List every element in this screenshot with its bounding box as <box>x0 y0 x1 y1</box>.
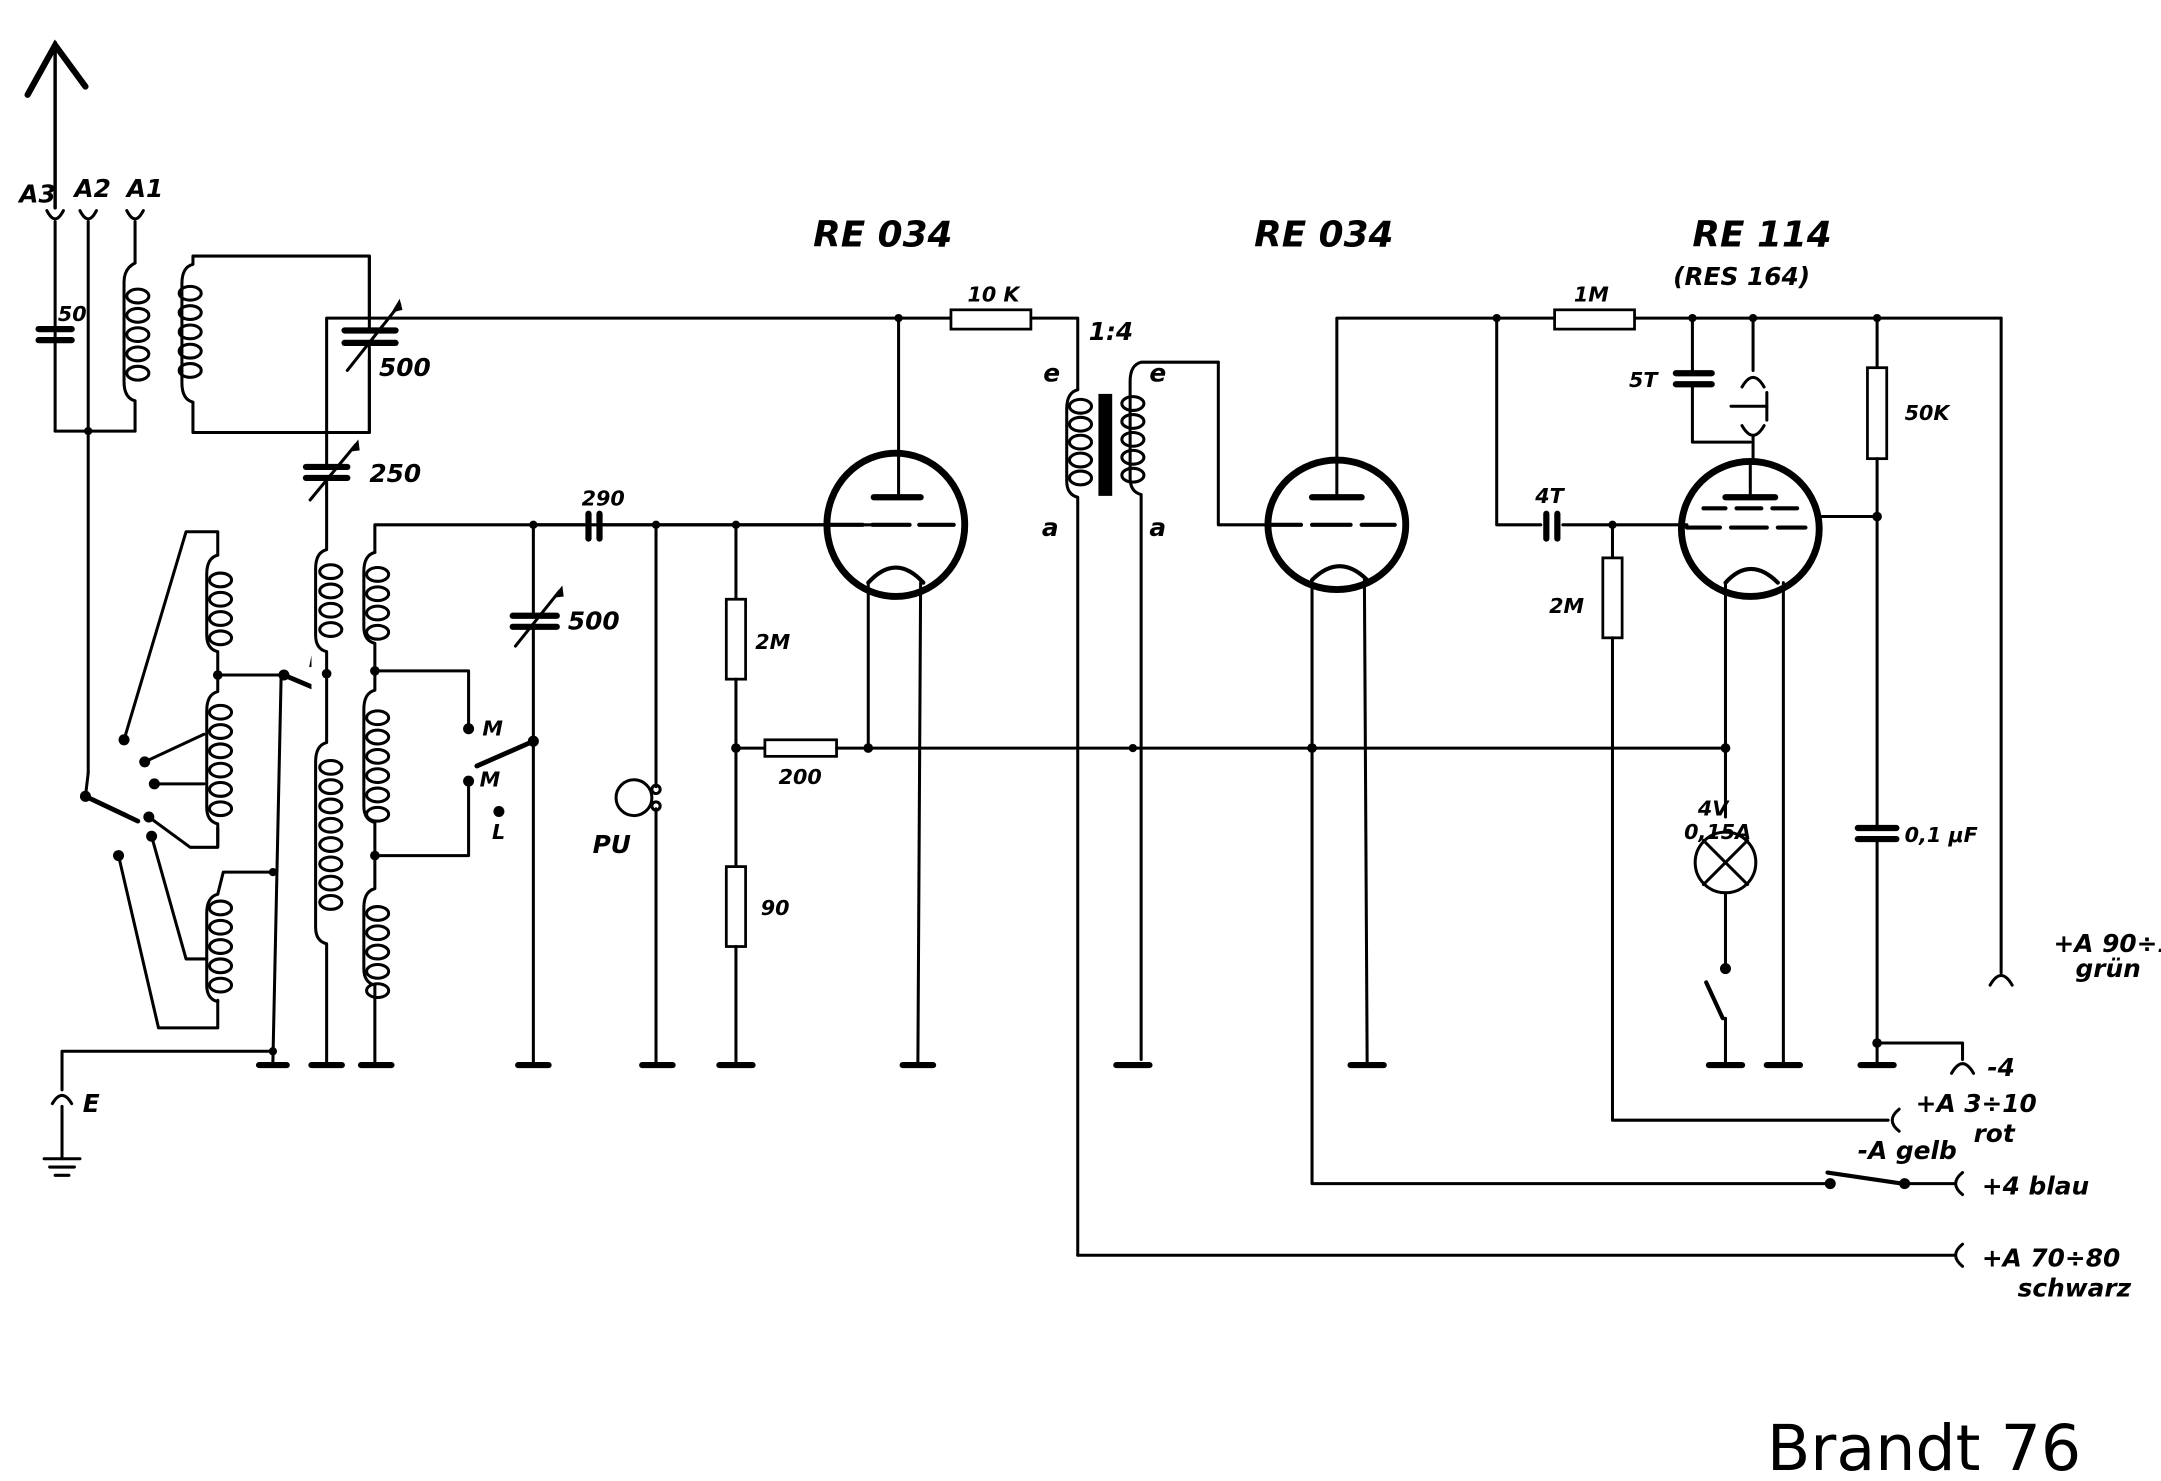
supply-4-label: +4 blau <box>1982 1172 2089 1201</box>
terminal-a2-label: A2 <box>72 174 110 203</box>
tube-v2-label: RE 034 <box>1254 214 1393 255</box>
transformer-a2-label: a <box>1149 513 1166 542</box>
coil-stack-center <box>308 537 345 1090</box>
tube-v3: RE 114 (RES 164) <box>1673 214 1882 1069</box>
capacitor-500b-label: 500 <box>568 607 620 636</box>
interstage-transformer: 1:4 e e a a <box>1042 317 1267 1257</box>
terminal-a1-label: A1 <box>125 174 163 203</box>
capacitor-50: 50 <box>35 302 87 344</box>
resistor-10k-label: 10 K <box>967 283 1021 307</box>
supply-a3-color: rot <box>1974 1119 2016 1148</box>
transformer-ratio-label: 1:4 <box>1089 317 1133 346</box>
switch-m3-label: M <box>480 768 501 792</box>
supply-neg4-label: -4 <box>1987 1053 2015 1082</box>
resistor-1m-label: 1M <box>1574 283 1609 307</box>
capacitor-01-label: 0,1 μF <box>1905 823 1978 847</box>
screen-network: 50K 0,1 μF <box>1854 313 1978 1069</box>
switch-m2-label: M <box>482 717 503 741</box>
supply-connections: +A 90÷150 grün -4 +A 3÷10 rot -A gelb +4… <box>1076 316 2161 1303</box>
lamp-current-label: 0,15A <box>1684 820 1751 844</box>
capacitor-5t-label: 5T <box>1629 368 1659 392</box>
pickup-input: PU <box>593 520 676 1069</box>
pickup-label: PU <box>593 830 631 859</box>
earth-label: E <box>83 1089 100 1118</box>
resistor-2m-b-label: 2M <box>1549 594 1584 618</box>
supply-neg-a-label: -A gelb <box>1858 1136 1957 1165</box>
tube-v3-label: RE 114 <box>1692 214 1831 255</box>
resistor-10k: 10 K <box>897 283 1080 392</box>
capacitor-290: 290 <box>531 487 832 542</box>
capacitor-4t-label: 4T <box>1534 484 1565 508</box>
diagram-title: Brandt 76 <box>1767 1411 2081 1481</box>
earth-terminal: E <box>42 1047 290 1177</box>
tuned-circuit-500: 500 <box>177 254 431 434</box>
capacitor-250-label: 250 <box>369 459 421 488</box>
tube-v1-label: RE 034 <box>813 214 952 255</box>
coupling-v2-v3: 4T 2M 1M <box>1492 283 1890 1122</box>
supply-a70-label: +A 70÷80 <box>1982 1243 2120 1272</box>
switch-l-label: L <box>492 820 505 844</box>
tube-v1: RE 034 <box>813 214 969 1069</box>
coil-stack-left: M <box>205 553 330 1064</box>
resistor-90-label: 90 <box>761 896 790 920</box>
band-switch-left <box>79 530 220 1030</box>
capacitor-500-label: 500 <box>379 353 431 382</box>
supply-hv-label: +A 90÷150 <box>2054 929 2161 958</box>
tube-v2: RE 034 <box>1254 214 2003 1186</box>
transformer-a1-label: a <box>1042 513 1059 542</box>
resistor-2m-label: 2M <box>755 630 790 654</box>
grid-resistors-v1: 2M 200 90 <box>716 520 1728 1069</box>
antenna-terminals: A3 A2 A1 <box>17 174 163 433</box>
capacitor-290-label: 290 <box>582 487 625 511</box>
dial-lamp: 4V 0,15A <box>1684 797 1758 1069</box>
antenna-coil <box>122 261 151 433</box>
supply-a70-color: schwarz <box>2018 1274 2132 1303</box>
antenna-symbol <box>24 39 89 210</box>
output-stage: 5T <box>1629 313 1769 463</box>
capacitor-500-tuning: 500 <box>474 520 620 1069</box>
lamp-voltage-label: 4V <box>1697 797 1730 821</box>
tube-v3-sub-label: (RES 164) <box>1673 262 1810 291</box>
coil-stack-right: M M L <box>357 523 884 1069</box>
transformer-e1-label: e <box>1043 358 1060 387</box>
terminal-a3-label: A3 <box>17 179 55 208</box>
resistor-200-label: 200 <box>779 765 822 789</box>
capacitor-50-label: 50 <box>58 302 87 326</box>
transformer-e2-label: e <box>1149 358 1166 387</box>
supply-hv-color: grün <box>2076 954 2141 983</box>
resistor-50k-label: 50K <box>1905 401 1952 425</box>
supply-a3-label: +A 3÷10 <box>1916 1089 2037 1118</box>
